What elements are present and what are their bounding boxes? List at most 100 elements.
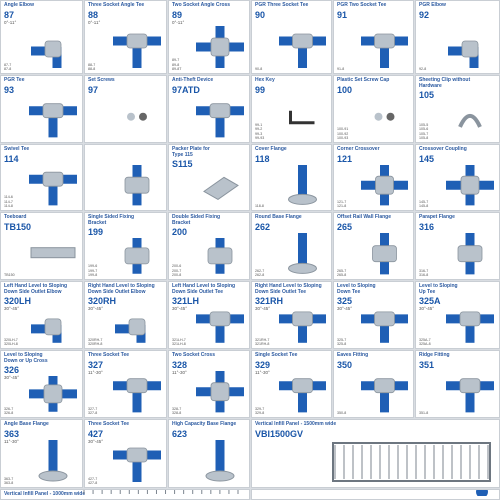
right-elbow-icon [115, 318, 146, 344]
three-socket-tee-45-icon [113, 447, 161, 482]
product-code: 145 [419, 153, 435, 164]
product-card[interactable] [84, 144, 167, 211]
pgr-tee-icon [279, 33, 326, 68]
product-code: 92 [419, 9, 430, 20]
swivel-bracket-icon [124, 164, 150, 206]
size-list: 265-7 265-8 [337, 268, 347, 277]
size-list: 363-7 363-8 [4, 476, 14, 485]
size-list: 99-1 99-2 99-3 99-93 [255, 123, 265, 140]
product-card[interactable] [251, 489, 500, 500]
product-code: 351 [419, 359, 435, 370]
product-card[interactable]: Left Hand Level to Sloping Down Side Out… [168, 281, 250, 349]
product-name: Three Socket Tee [88, 352, 130, 358]
single-bracket-icon [124, 238, 150, 275]
size-list: 321LH-7 321LH-8 [172, 337, 186, 346]
product-card[interactable]: Vertical Infill Panel - 1000mm wide [0, 489, 250, 500]
product-name: Ridge Fitting [419, 352, 450, 358]
product-name: Level to Sloping Down Tee [337, 283, 376, 295]
screw-cap-icon [374, 112, 395, 121]
product-image [194, 24, 246, 70]
product-card[interactable]: Right Hand Level to Sloping Down Side Ou… [84, 281, 167, 349]
toeboard-icon [30, 246, 76, 258]
product-code: 328 [172, 359, 188, 370]
product-card[interactable]: Left Hand Level to Sloping Down Side Out… [0, 281, 83, 349]
product-image [444, 24, 496, 70]
product-image [327, 490, 496, 496]
product-image [194, 438, 246, 484]
product-image [444, 305, 496, 345]
product-image [194, 369, 246, 414]
double-bracket-icon [207, 238, 233, 275]
product-code: 91 [337, 9, 348, 20]
product-code: 320RH [88, 296, 117, 307]
product-image [27, 231, 79, 276]
size-list: 121-7 121-8 [337, 199, 347, 208]
product-name: Double Sided Fixing Bracket [172, 214, 221, 226]
product-name: Right Hand Level to Sloping Down Side Ou… [88, 283, 155, 295]
product-image [111, 305, 163, 345]
angle-range: 11°-30° [4, 438, 19, 444]
product-name: Hex Key [255, 77, 275, 83]
product-code: 89 [172, 9, 183, 20]
infill-panel-icon [332, 442, 491, 482]
product-image [27, 24, 79, 70]
product-image [27, 374, 79, 414]
size-list: 262-7 262-8 [255, 268, 265, 277]
elbow-fitting-icon [31, 40, 62, 68]
product-name: PGR Two Socket Tee [337, 2, 387, 8]
product-name: Two Socket Angle Cross [172, 2, 231, 8]
product-name: Sheeting Clip without Hardware [419, 77, 471, 89]
product-image [194, 305, 246, 345]
product-image [359, 24, 410, 70]
product-code: TB150 [4, 221, 32, 232]
product-code: 200 [172, 227, 188, 238]
product-code: S115 [172, 159, 193, 170]
product-image [359, 305, 410, 345]
product-name: Offset Rail Wall Flange [337, 214, 391, 220]
size-list: 200-6 200-7 200-8 [172, 264, 182, 277]
angle-range: 30°-45° [88, 438, 104, 444]
product-card[interactable]: Right Hand Level to Sloping Down Side Ou… [251, 281, 332, 349]
swivel-tee-icon [29, 171, 77, 206]
size-list: 91-8 [337, 66, 345, 71]
product-image [27, 163, 79, 207]
product-name: Three Socket Angle Tee [88, 2, 145, 8]
product-name: Level to Sloping Down or Up Cross [4, 352, 48, 364]
